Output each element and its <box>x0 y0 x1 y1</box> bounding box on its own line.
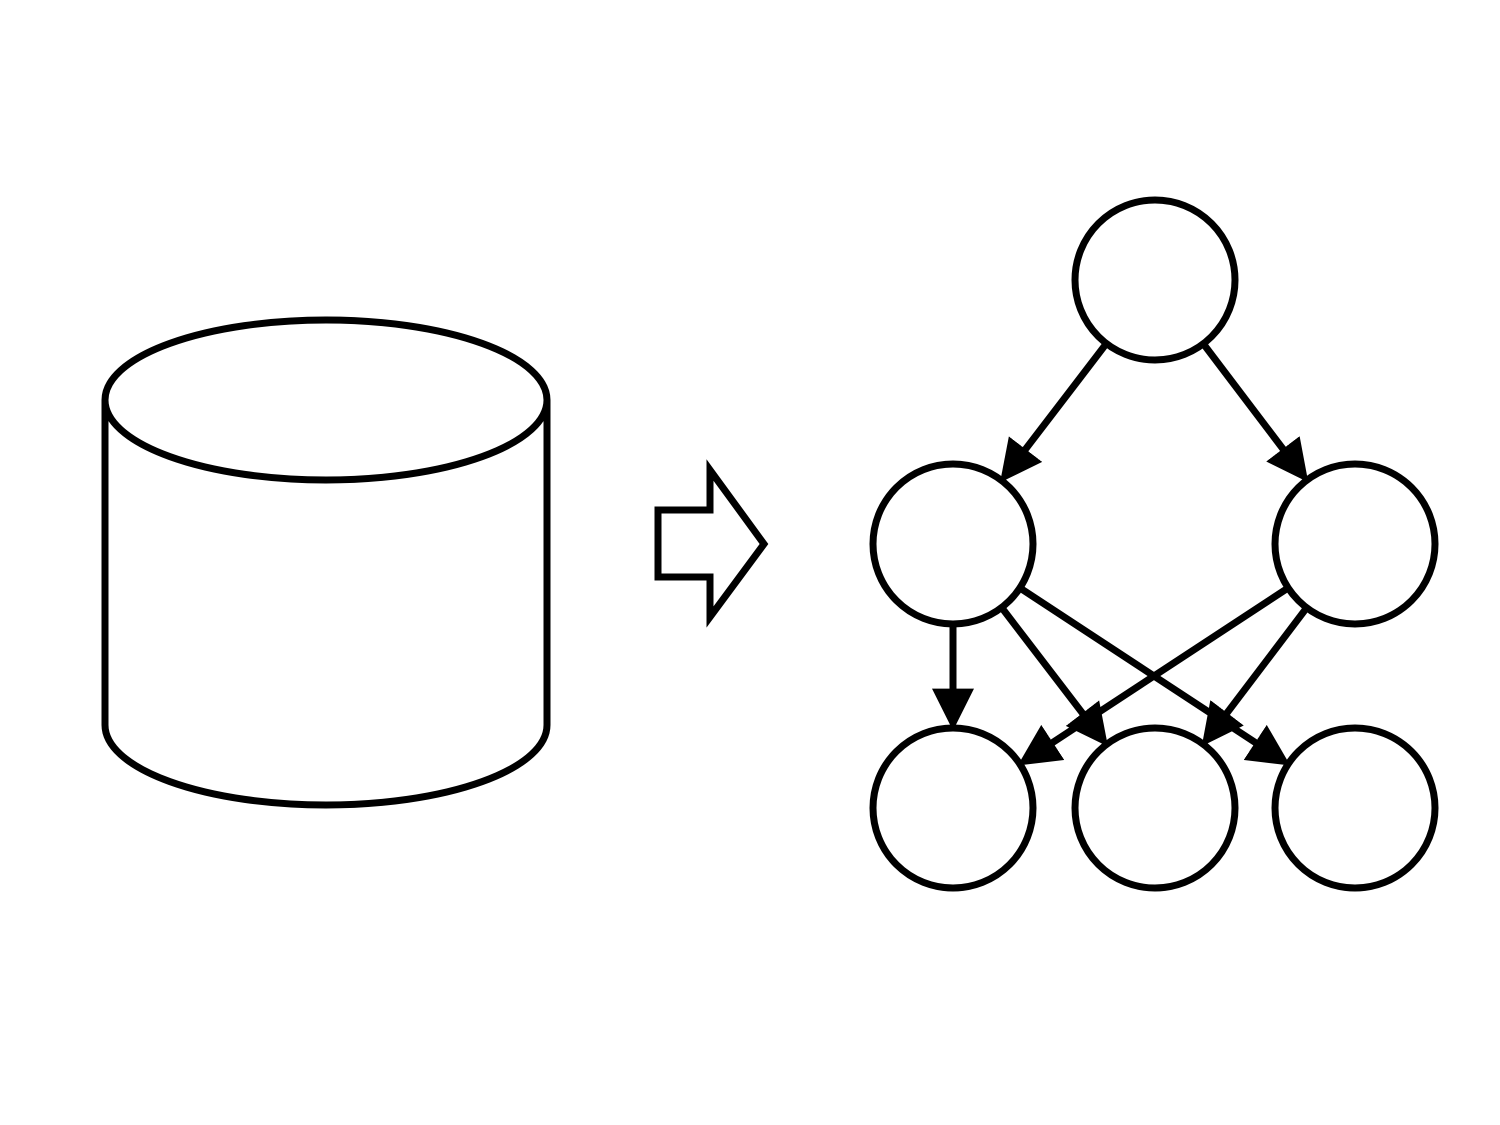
edge-mid-right-to-leaf-1 <box>1017 586 1288 766</box>
edge-root-to-mid-left <box>1000 343 1108 483</box>
node-leaf-1 <box>869 724 1037 892</box>
node-root <box>1071 196 1239 364</box>
edge-mid-right-to-leaf-2 <box>1201 608 1308 747</box>
database-cylinder-icon <box>101 316 551 809</box>
node-leaf-3 <box>1271 724 1439 892</box>
node-mid-right <box>1271 460 1439 628</box>
edge-mid-left-to-leaf-2 <box>1000 607 1108 747</box>
node-mid-left <box>869 460 1037 628</box>
graph-edges <box>932 343 1309 766</box>
graph-nodes <box>869 196 1439 892</box>
block-arrow-icon <box>654 459 769 628</box>
node-leaf-2 <box>1071 724 1239 892</box>
edge-root-to-mid-right <box>1202 344 1309 483</box>
